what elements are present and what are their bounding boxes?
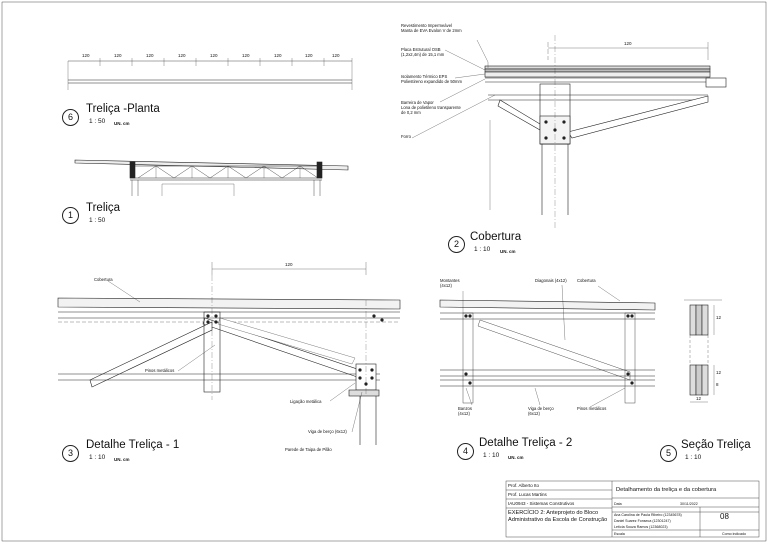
truss-detail-2-drawing xyxy=(439,284,656,408)
view-number-5: 5 xyxy=(660,445,677,462)
plan-dim-6: 120 xyxy=(242,53,250,58)
tb-professor-2: Prof. Lucas Martins xyxy=(508,492,547,497)
note-d2-pins: Pinos metálicos xyxy=(577,406,607,411)
view-unit-6: UN. cm xyxy=(114,121,130,126)
truss-plan-drawing xyxy=(67,58,353,90)
view-title-5: Seção Treliça xyxy=(681,439,751,451)
dim-detail1-120: 120 xyxy=(285,262,293,267)
note-d1-pins: Pinos metálicos xyxy=(145,368,175,373)
view-scale-6: 1 : 50 xyxy=(89,118,106,125)
view-title-4: Detalhe Treliça - 2 xyxy=(479,437,573,449)
tb-student-3: Letícia Souza Ramos (12368023) xyxy=(614,525,668,529)
note-osb-board: Placa Estrutural OSB(1,2x2,4m) de 15,1 m… xyxy=(401,47,445,57)
tb-sheet-number: 08 xyxy=(720,512,729,521)
plan-dim-8: 120 xyxy=(305,53,313,58)
note-d2-chords: Banzos(4x12) xyxy=(458,406,472,416)
tb-scale-label: Escala xyxy=(614,532,625,536)
note-d1-connection: Ligação metálica xyxy=(290,399,322,404)
note-d2-beam: Viga de berço(6x12) xyxy=(528,406,554,416)
dim-section-12b: 12 xyxy=(716,370,722,375)
title-block xyxy=(505,480,760,538)
view-scale-2: 1 : 10 xyxy=(474,246,491,253)
tb-scale-value: Como indicado xyxy=(722,532,746,536)
view-title-3: Detalhe Treliça - 1 xyxy=(86,439,180,451)
tb-student-1: Ana Carolina de Paula Ribeiro (12345678) xyxy=(614,513,682,517)
view-scale-3: 1 : 10 xyxy=(89,454,106,461)
note-d1-wall: Parede de Taipa de Pilão xyxy=(285,447,332,452)
view-title-2: Cobertura xyxy=(470,231,522,243)
plan-dim-7: 120 xyxy=(274,53,282,58)
view-scale-4: 1 : 10 xyxy=(483,452,500,459)
tb-date-label: Data xyxy=(614,502,622,506)
truss-section-drawing xyxy=(684,299,722,403)
plan-dim-5: 120 xyxy=(210,53,218,58)
note-d2-roof: Cobertura xyxy=(577,278,596,283)
dim-section-12c: 12 xyxy=(696,396,702,401)
view-number-1: 1 xyxy=(62,207,79,224)
note-d1-beam: Viga de berço (6x12) xyxy=(308,429,347,434)
view-unit-4: UN. cm xyxy=(508,455,524,460)
view-title-1: Treliça xyxy=(86,202,121,214)
note-ceiling: Forro xyxy=(401,134,412,139)
tb-professor-1: Prof. Alberto Ito xyxy=(508,483,540,488)
roof-section-drawing xyxy=(411,35,727,230)
view-scale-5: 1 : 10 xyxy=(685,454,702,461)
view-number-3: 3 xyxy=(62,445,79,462)
truss-detail-1-drawing xyxy=(57,262,401,445)
plan-dim-3: 120 xyxy=(146,53,154,58)
view-unit-3: UN. cm xyxy=(114,457,130,462)
note-d2-posts: Montantes(4x12) xyxy=(440,278,460,288)
note-d2-diagonals: Diagonais (4x12) xyxy=(535,278,567,283)
note-d1-roof: Cobertura xyxy=(94,277,113,282)
plan-dim-4: 120 xyxy=(178,53,186,58)
view-number-6: 6 xyxy=(62,109,79,126)
tb-date-value: 30/11/2022 xyxy=(680,502,698,506)
dim-section-8: 8 xyxy=(716,382,719,387)
plan-dim-2: 120 xyxy=(114,53,122,58)
plan-dim-1: 120 xyxy=(82,53,90,58)
view-scale-1: 1 : 50 xyxy=(89,217,106,224)
tb-student-2: Daniel Suarez Fonseca (12301247) xyxy=(614,519,671,523)
view-unit-2: UN. cm xyxy=(500,249,516,254)
plan-dim-9: 120 xyxy=(332,53,340,58)
view-number-4: 4 xyxy=(457,443,474,460)
tb-sheet-title: Detalhamento da treliça e da cobertura xyxy=(616,487,717,493)
dim-section-12a: 12 xyxy=(716,315,722,320)
view-number-2: 2 xyxy=(448,236,465,253)
truss-elevation-drawing xyxy=(74,159,349,196)
view-title-6: Treliça -Planta xyxy=(86,103,160,115)
tb-course: IAU0943 - Sistemas Construtivos xyxy=(508,501,575,506)
dim-roof-120: 120 xyxy=(624,41,632,46)
